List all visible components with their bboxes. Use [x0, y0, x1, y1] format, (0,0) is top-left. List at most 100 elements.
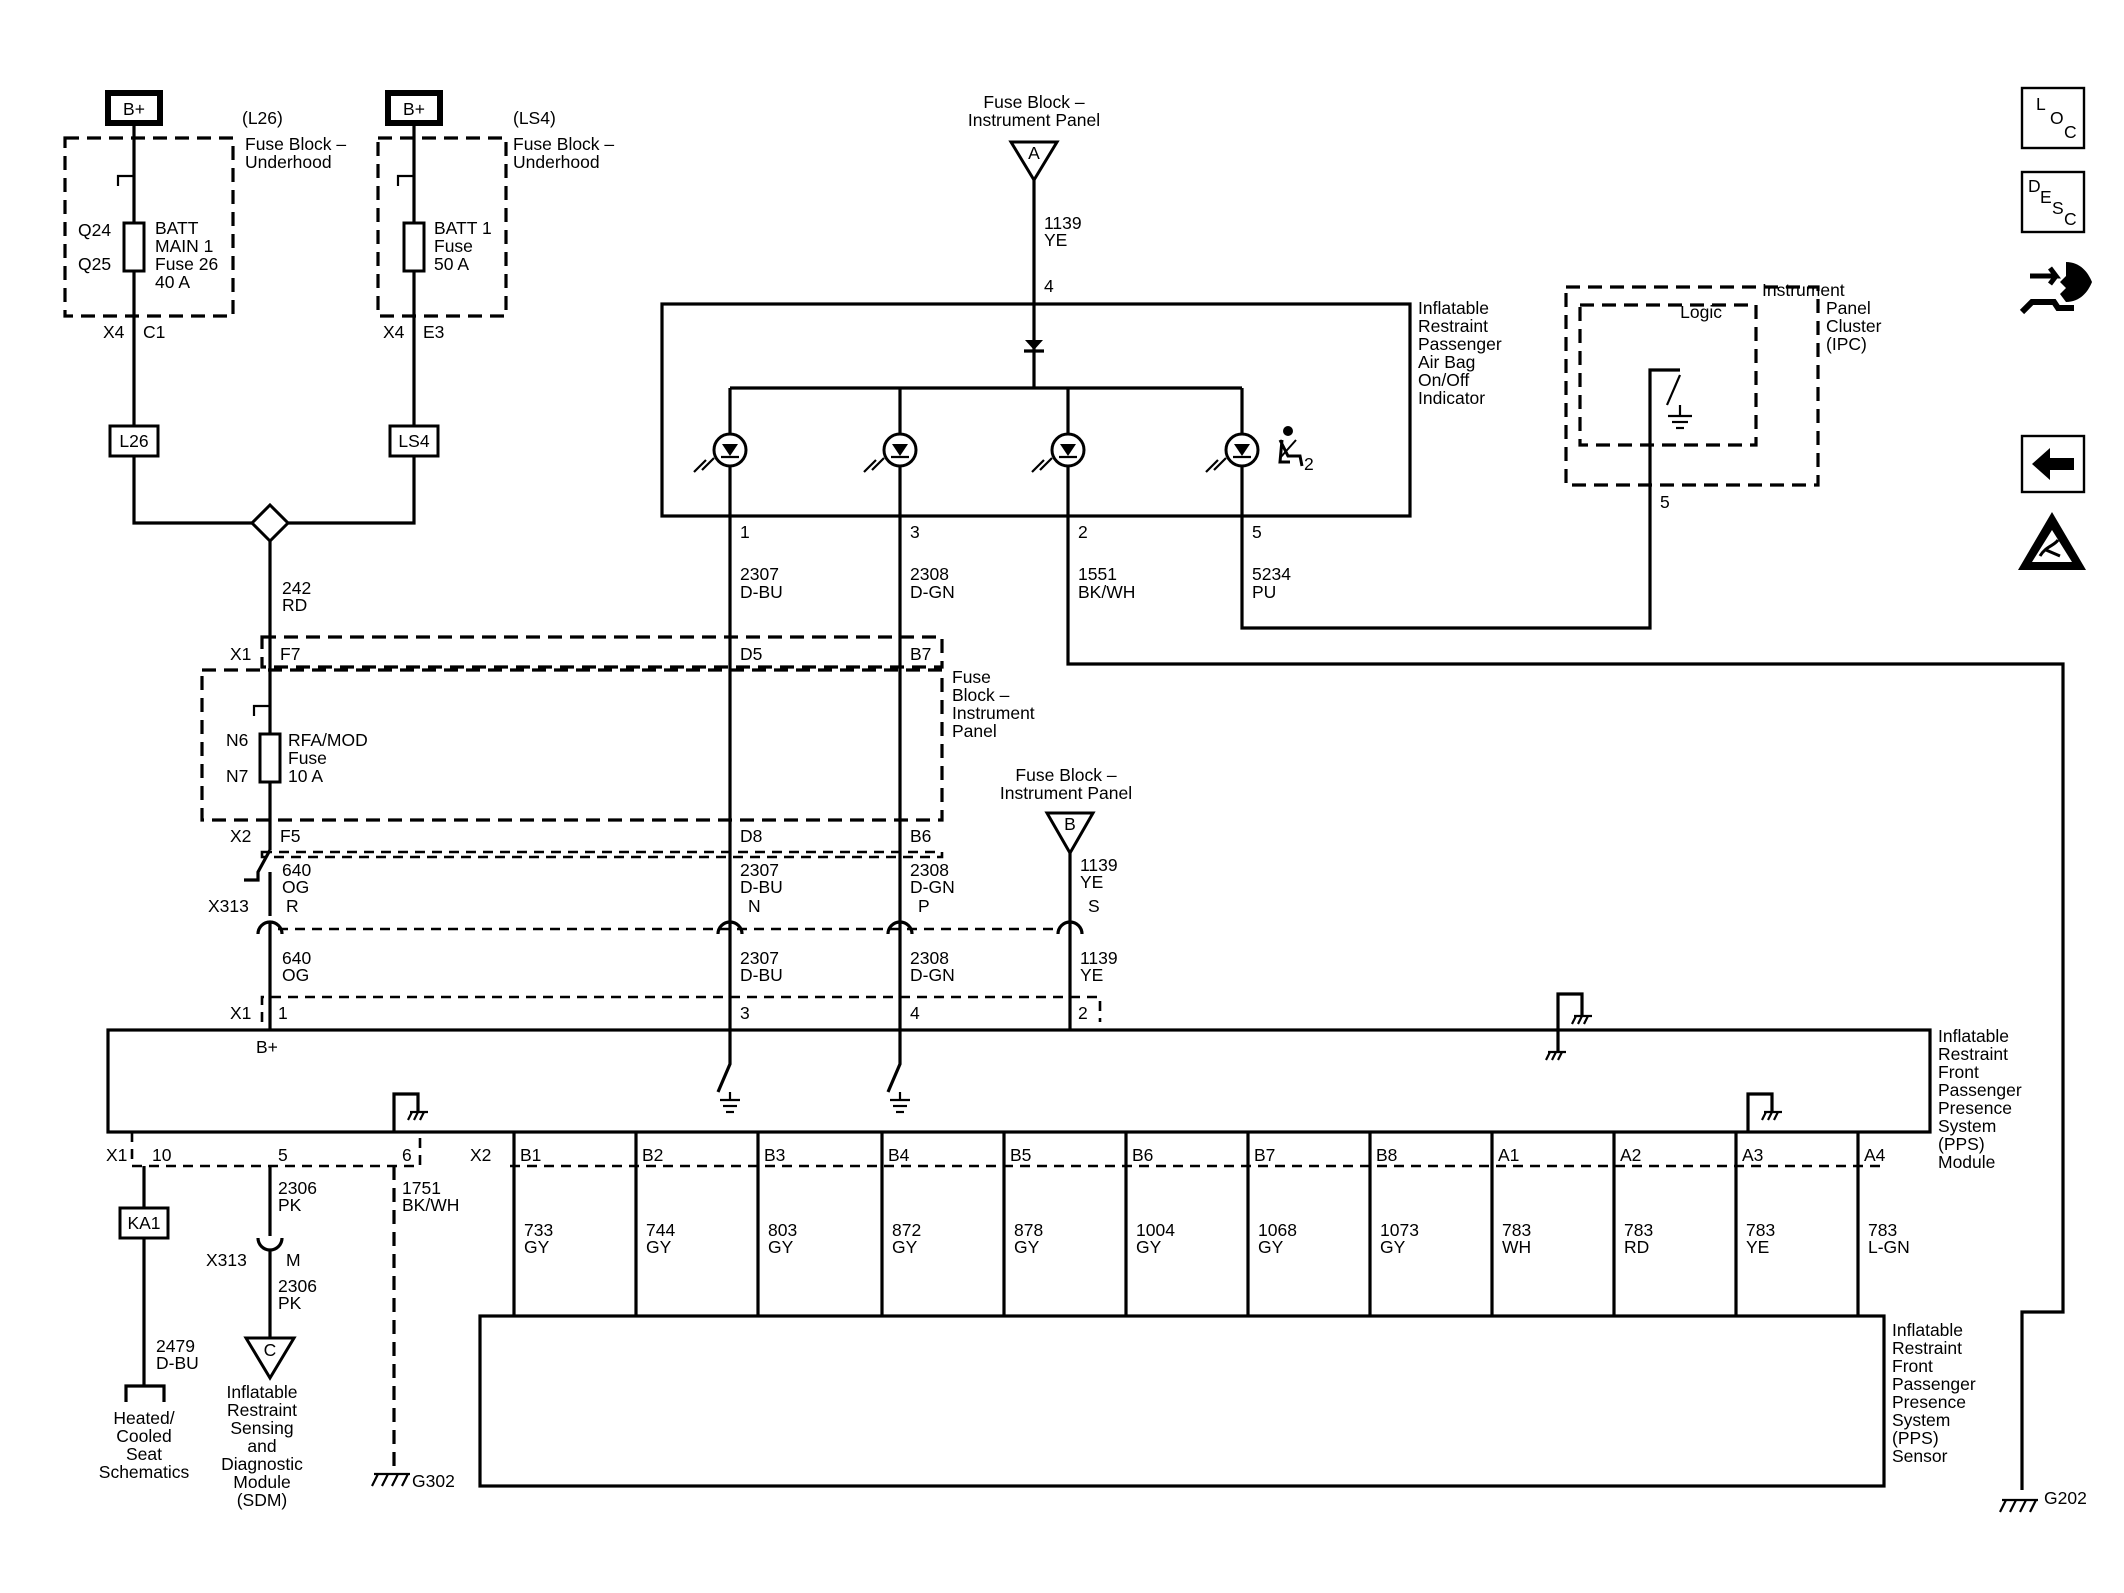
x2-pin-a3: A3 — [1742, 1145, 1763, 1165]
sensor-wire-color: GY — [1380, 1237, 1406, 1257]
power-source-ls4: B+ (LS4) Fuse Block – Underhood BATT 1 F… — [288, 90, 614, 525]
sensor-wire-number: 803 — [768, 1220, 797, 1240]
option-box-ls4: LS4 — [398, 431, 429, 451]
connector-pin-icon — [256, 1237, 284, 1252]
svg-text:(PPS): (PPS) — [1892, 1428, 1939, 1448]
fuse-block-ip-a-title: Fuse Block – — [983, 92, 1084, 112]
wire-1139-number-top: 1139 — [1044, 213, 1082, 233]
chassis-ground-icon — [371, 1472, 410, 1487]
wire-2308-color: D-GN — [910, 582, 955, 602]
loc-button[interactable]: L O C — [2020, 86, 2086, 150]
option-label-ls4: (LS4) — [513, 108, 556, 128]
harness-connector-icon — [124, 1384, 166, 1402]
svg-text:Fuse: Fuse — [434, 236, 473, 256]
airbag-indicator-label: Inflatable — [1418, 298, 1489, 318]
heated-seat-circuit: KA1 2479 D-BU Heated/ Cooled Seat Schema… — [99, 1166, 199, 1482]
connector-x2-label: X2 — [230, 826, 251, 846]
svg-text:YE: YE — [1080, 872, 1103, 892]
svg-text:OG: OG — [282, 965, 309, 985]
svg-text:Panel: Panel — [952, 721, 997, 741]
sensor-wire-number: 872 — [892, 1220, 921, 1240]
pps-connector-x1-bottom: X1 — [106, 1145, 127, 1165]
svg-text:Restraint: Restraint — [227, 1400, 297, 1420]
indicator-pin-5: 5 — [1252, 522, 1262, 542]
x313-label: X313 — [208, 896, 249, 916]
svg-text:C: C — [2064, 209, 2077, 229]
svg-text:D-GN: D-GN — [910, 965, 955, 985]
sensor-wire-number: 1068 — [1258, 1220, 1297, 1240]
svg-text:System: System — [1892, 1410, 1950, 1430]
indicator-pin-3: 3 — [910, 522, 920, 542]
fuse-block-underhood-label-2: Fuse Block – — [513, 134, 614, 154]
back-arrow-button[interactable] — [2020, 434, 2086, 494]
svg-text:Presence: Presence — [1938, 1098, 2012, 1118]
fuse-batt1-label: BATT 1 — [434, 218, 492, 238]
svg-text:Underhood: Underhood — [245, 152, 332, 172]
svg-text:OG: OG — [282, 877, 309, 897]
sensor-wire-color: GY — [892, 1237, 918, 1257]
esd-warning-icon[interactable] — [2018, 512, 2086, 570]
wire-2306-number-b: 2306 — [278, 1276, 317, 1296]
fuse-terminal-q25: Q25 — [78, 254, 111, 274]
chassis-ground-icon — [392, 1092, 428, 1132]
wire-1551-color: BK/WH — [1078, 582, 1135, 602]
svg-text:C1: C1 — [143, 322, 165, 342]
svg-text:Schematics: Schematics — [99, 1462, 190, 1482]
sensor-wire-color: GY — [1014, 1237, 1040, 1257]
svg-text:Fuse: Fuse — [288, 748, 327, 768]
wire-2307-number: 2307 — [740, 564, 779, 584]
connector-pin-icon — [886, 920, 914, 935]
connector-x1-label: X1 — [230, 644, 251, 664]
indicator-pin-2: 2 — [1078, 522, 1088, 542]
ground-g302-label: G302 — [412, 1471, 455, 1491]
chassis-ground-icon — [1746, 1092, 1782, 1132]
svg-text:Cooled: Cooled — [116, 1426, 171, 1446]
pps-sensor: 733GY744GY803GY872GY878GY1004GY1068GY107… — [478, 1132, 1976, 1488]
wire-5234-color: PU — [1252, 582, 1276, 602]
svg-text:System: System — [1938, 1116, 1996, 1136]
svg-text:B7: B7 — [910, 644, 931, 664]
desc-button[interactable]: D E S C — [2020, 170, 2086, 234]
svg-text:(IPC): (IPC) — [1826, 334, 1867, 354]
wire-1139-color-top: YE — [1044, 230, 1067, 250]
diode-icon — [1024, 304, 1044, 388]
arrow-left-icon — [2032, 448, 2074, 480]
connector-end-view-icon[interactable] — [2019, 262, 2092, 315]
wire-1551-run — [1066, 516, 2065, 1476]
svg-text:50 A: 50 A — [434, 254, 469, 274]
wire-242-number: 242 — [282, 578, 311, 598]
pps-connector-x2: X2 — [470, 1145, 491, 1165]
pps-bplus-label: B+ — [256, 1037, 278, 1057]
fuse-terminal-n6: N6 — [226, 730, 248, 750]
svg-text:5: 5 — [278, 1145, 288, 1165]
indicator-pin-1: 1 — [740, 522, 750, 542]
svg-text:B6: B6 — [910, 826, 931, 846]
wire-1751-color: BK/WH — [402, 1195, 459, 1215]
fuse-terminal-n7: N7 — [226, 766, 248, 786]
svg-text:Passenger: Passenger — [1938, 1080, 2022, 1100]
svg-text:D-BU: D-BU — [740, 965, 783, 985]
fuse-rfa-mod-label: RFA/MOD — [288, 730, 368, 750]
heated-seat-label: Heated/ — [113, 1408, 174, 1428]
svg-text:(PPS): (PPS) — [1938, 1134, 1985, 1154]
wire-1551-number: 1551 — [1078, 564, 1117, 584]
x313-pin-m: M — [286, 1250, 301, 1270]
svg-text:Sensor: Sensor — [1892, 1446, 1948, 1466]
splice-diamond-icon — [249, 502, 291, 544]
sensor-wire-color: GY — [1258, 1237, 1284, 1257]
ipc-logic-label: Logic — [1680, 302, 1722, 322]
x2-pin-b5: B5 — [1010, 1145, 1031, 1165]
svg-text:F5: F5 — [280, 826, 300, 846]
svg-text:O: O — [2050, 108, 2064, 128]
svg-text:Front: Front — [1892, 1356, 1933, 1376]
svg-text:S: S — [1088, 896, 1100, 916]
wire-2479-number: 2479 — [156, 1336, 195, 1356]
x2-pin-a4: A4 — [1864, 1145, 1886, 1165]
sensor-wire-row: 733GY744GY803GY872GY878GY1004GY1068GY107… — [512, 1132, 1910, 1316]
sensor-wire-number: 878 — [1014, 1220, 1043, 1240]
bplus-label-1: B+ — [123, 99, 145, 119]
wire-2307-color: D-BU — [740, 582, 783, 602]
connector-a-icon — [1008, 140, 1060, 183]
svg-text:4: 4 — [910, 1003, 920, 1023]
svg-text:Instrument Panel: Instrument Panel — [968, 110, 1100, 130]
